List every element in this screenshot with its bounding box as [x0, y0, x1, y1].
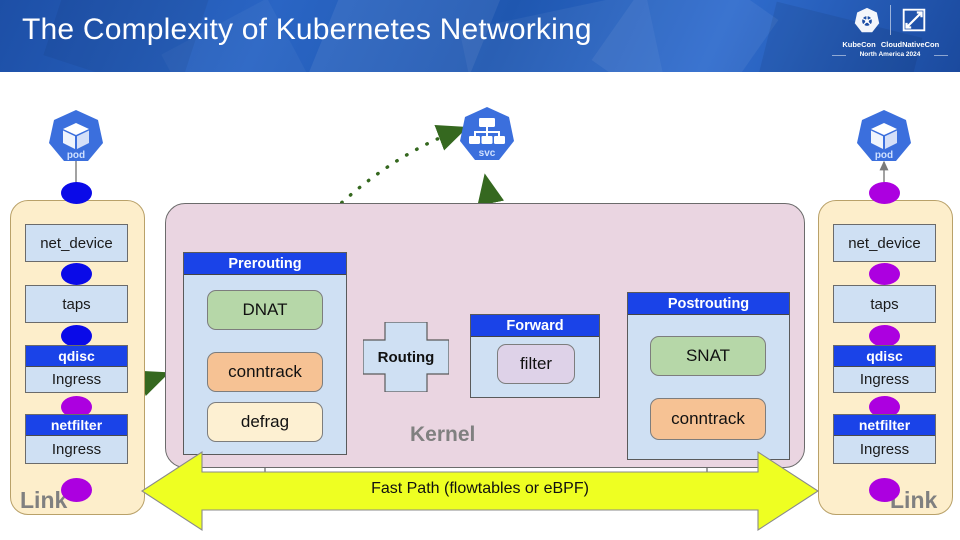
left-pod-caption: pod — [67, 150, 85, 161]
left-dot-1 — [61, 182, 92, 204]
kubecon-logo: KubeCon CloudNativeCon North America 202… — [832, 5, 948, 63]
left-stack-taps-label: taps — [62, 295, 91, 313]
left-stack-netfilter: netfilter Ingress — [25, 414, 128, 464]
logo-kubecon-text: KubeCon — [842, 40, 876, 49]
prerouting-chip-defrag-label: defrag — [240, 412, 290, 431]
left-stack-qdisc-title: qdisc — [26, 346, 127, 367]
forward-title: Forward — [471, 315, 599, 337]
prerouting-title: Prerouting — [184, 253, 346, 275]
prerouting-chip-defrag: defrag — [207, 402, 323, 442]
right-stack-qdisc-title: qdisc — [834, 346, 935, 367]
forward-chip-filter-label: filter — [519, 354, 553, 373]
fast-path-label: Fast Path (flowtables or eBPF) — [371, 480, 589, 497]
left-stack-net-device: net_device — [25, 224, 128, 262]
right-stack-netfilter-sub: Ingress — [859, 441, 910, 458]
routing-node: Routing — [363, 322, 449, 392]
kubernetes-wheel-icon — [854, 7, 879, 33]
right-stack-qdisc-sub: Ingress — [859, 371, 910, 388]
right-stack-taps: taps — [833, 285, 936, 323]
right-dot-2 — [869, 263, 900, 285]
right-dot-4 — [869, 396, 900, 418]
postrouting-chip-conntrack: conntrack — [650, 398, 766, 440]
left-link-label: Link — [20, 487, 68, 513]
fast-path-arrow: Fast Path (flowtables or eBPF) — [140, 450, 820, 532]
right-stack-netfilter-title: netfilter — [834, 415, 935, 436]
prerouting-chip-dnat-label: DNAT — [242, 300, 288, 319]
left-dot-2 — [61, 263, 92, 285]
left-stack-netfilter-title: netfilter — [26, 415, 127, 436]
postrouting-chip-conntrack-label: conntrack — [671, 409, 745, 428]
cncf-diagonal-icon — [902, 8, 925, 32]
right-stack-net-device: net_device — [833, 224, 936, 262]
right-pod-icon: pod — [852, 108, 916, 164]
kernel-label: Kernel — [410, 423, 476, 446]
right-stack-net-device-label: net_device — [848, 234, 921, 252]
left-stack-taps: taps — [25, 285, 128, 323]
left-dot-5 — [61, 478, 92, 502]
left-dot-3 — [61, 325, 92, 347]
right-dot-3 — [869, 325, 900, 347]
right-stack-qdisc: qdisc Ingress — [833, 345, 936, 393]
right-stack-taps-label: taps — [870, 295, 899, 313]
prerouting-chip-conntrack-label: conntrack — [228, 362, 302, 381]
logo-subtitle: North America 2024 — [832, 51, 948, 58]
right-stack-netfilter: netfilter Ingress — [833, 414, 936, 464]
postrouting-chip-snat: SNAT — [650, 336, 766, 376]
right-dot-1 — [869, 182, 900, 204]
left-stack-qdisc: qdisc Ingress — [25, 345, 128, 393]
logo-divider — [889, 5, 891, 35]
left-dot-4 — [61, 396, 92, 418]
left-stack-netfilter-sub: Ingress — [51, 441, 102, 458]
left-stack-net-device-label: net_device — [40, 234, 113, 252]
left-pod-icon: pod — [44, 108, 108, 164]
logo-cloudnativecon-text: CloudNativeCon — [880, 40, 940, 49]
postrouting-chip-snat-label: SNAT — [685, 346, 731, 365]
page-title: The Complexity of Kubernetes Networking — [22, 13, 592, 46]
prerouting-chip-conntrack: conntrack — [207, 352, 323, 392]
forward-chip-filter: filter — [497, 344, 575, 384]
slide-header: The Complexity of Kubernetes Networking — [0, 0, 960, 72]
right-dot-5 — [869, 478, 900, 502]
prerouting-chip-dnat: DNAT — [207, 290, 323, 330]
service-caption: svc — [479, 148, 496, 159]
postrouting-title: Postrouting — [628, 293, 789, 315]
service-icon: svc — [455, 105, 519, 163]
right-pod-caption: pod — [875, 150, 893, 161]
left-stack-qdisc-sub: Ingress — [51, 371, 102, 388]
routing-label: Routing — [377, 348, 435, 366]
